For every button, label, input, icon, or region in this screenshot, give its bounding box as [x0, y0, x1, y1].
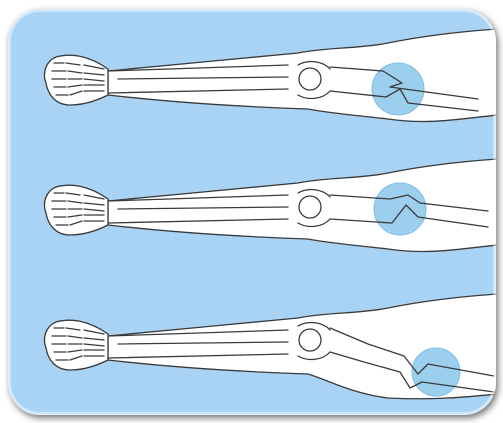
limb-illustration-2: [8, 159, 496, 279]
knee-cap: [299, 68, 321, 90]
limb-illustration-3: [8, 294, 496, 414]
knee-cap: [299, 329, 321, 351]
knee-cap: [299, 196, 321, 218]
limb-illustration-1: [8, 29, 496, 149]
diagram-panel: [8, 9, 496, 415]
fracture-highlight: [374, 183, 426, 235]
